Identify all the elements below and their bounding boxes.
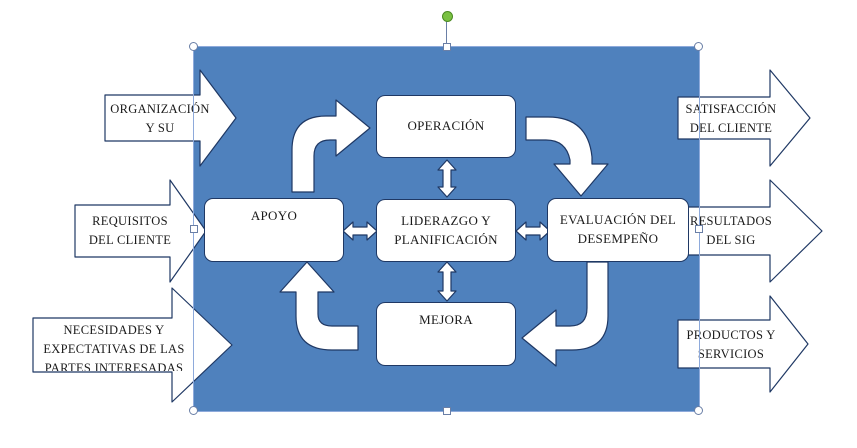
evaluacion-label: EVALUACIÓN DEL DESEMPEÑO (559, 212, 677, 246)
apoyo-box[interactable]: APOYO (204, 198, 344, 262)
operacion-box[interactable]: OPERACIÓN (376, 95, 516, 158)
resize-handle-bottom-right[interactable] (694, 406, 703, 415)
input-label-necesidades: NECESIDADES Y EXPECTATIVAS DE LAS PARTES… (43, 323, 185, 371)
input-arrow-2 (74, 179, 207, 283)
liderazgo-box[interactable]: LIDERAZGO Y PLANIFICACIÓN (376, 199, 516, 262)
input-label-organizacion: ORGANIZACIÓN Y SU (110, 102, 210, 135)
cycle-arrow-evaluacion-to-mejora (521, 261, 609, 367)
rotate-handle[interactable] (442, 11, 453, 22)
link-arrow-center-bottom (437, 261, 457, 302)
link-arrow-center-left (342, 221, 378, 241)
link-arrow-center-right (515, 221, 551, 241)
output-label-resultados: RESULTADOS DEL SIG (689, 214, 773, 247)
mejora-box[interactable]: MEJORA (376, 302, 516, 366)
resize-handle-left[interactable] (190, 225, 198, 233)
mejora-label: MEJORA (419, 312, 473, 327)
input-arrow-3 (32, 287, 233, 403)
resize-handle-bottom-left[interactable] (189, 406, 198, 415)
output-arrow-2 (677, 179, 823, 283)
input-label-requisitos: REQUISITOS DEL CLIENTE (88, 214, 172, 247)
evaluacion-box[interactable]: EVALUACIÓN DEL DESEMPEÑO (547, 198, 689, 262)
resize-handle-top-left[interactable] (189, 42, 198, 51)
output-label-productos: PRODUCTOS Y SERVICIOS (686, 328, 776, 361)
rotation-stem (446, 20, 447, 46)
resize-handle-bottom[interactable] (443, 407, 451, 415)
input-arrow-1 (104, 69, 237, 167)
liderazgo-label: LIDERAZGO Y PLANIFICACIÓN (394, 212, 498, 247)
resize-handle-top-right[interactable] (694, 42, 703, 51)
operacion-label: OPERACIÓN (407, 118, 485, 134)
output-label-satisfaccion: SATISFACCIÓN DEL CLIENTE (685, 102, 777, 135)
cycle-arrow-mejora-to-apoyo (279, 261, 359, 351)
resize-handle-top[interactable] (443, 43, 451, 51)
output-arrow-1 (677, 69, 811, 167)
output-arrow-3 (677, 295, 809, 393)
cycle-arrow-operacion-to-evaluacion (525, 116, 609, 197)
resize-handle-right[interactable] (695, 225, 703, 233)
apoyo-label: APOYO (250, 208, 298, 223)
link-arrow-center-top (437, 159, 457, 198)
cycle-arrow-apoyo-to-operacion (291, 99, 371, 193)
